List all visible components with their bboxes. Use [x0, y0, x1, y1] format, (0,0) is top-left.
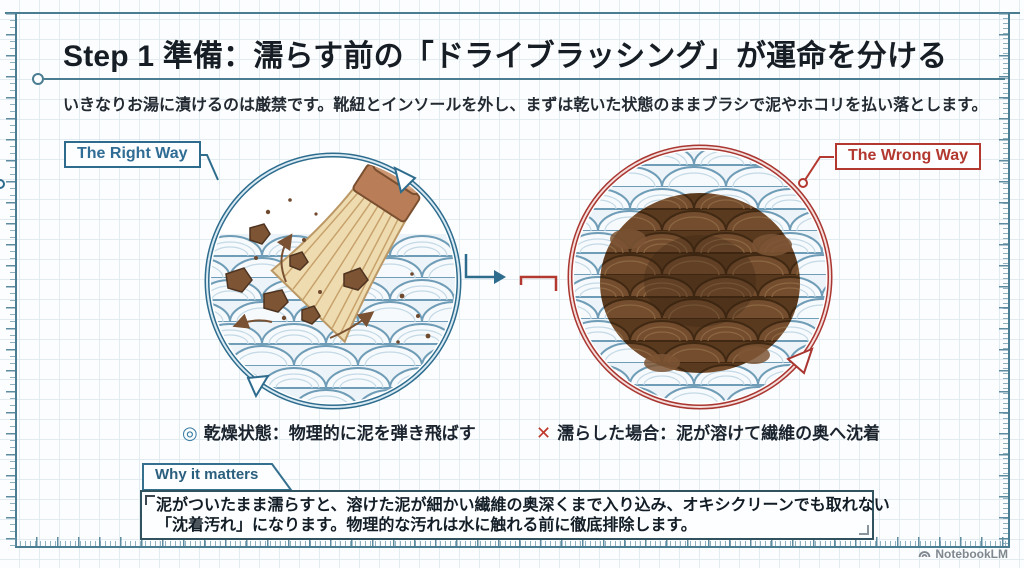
transition-arrowhead-icon [494, 270, 506, 284]
wrong-way-caption: ✕ 濡らした場合：泥が溶けて繊維の奥へ沈着 [536, 419, 880, 444]
notebooklm-logo-icon [918, 550, 931, 557]
ring-arrowhead-top-icon [393, 166, 417, 194]
page-title: Step 1 準備：濡らす前の「ドライブラッシング」が運命を分ける [63, 40, 948, 73]
mud-debris [225, 223, 369, 325]
page-subtitle: いきなりお湯に漬けるのは厳禁です。靴紐とインソールを外し、まずは乾いた状態のまま… [63, 97, 988, 114]
ruler-left [6, 13, 17, 546]
right-way-node-dot [0, 179, 5, 189]
transition-line-red [519, 275, 558, 291]
ring-arrowhead-red-icon [786, 347, 814, 375]
notebooklm-watermark: NotebookLM [918, 547, 1008, 561]
ruler-bottom [15, 537, 1010, 548]
cross-mark-icon: ✕ [536, 423, 552, 443]
transition-arrow-blue [464, 254, 494, 279]
right-way-caption: ◎ 乾燥状態：物理的に泥を弾き飛ばす [182, 419, 476, 444]
double-circle-icon: ◎ [182, 423, 198, 443]
wrong-way-caption-text: 濡らした場合：泥が溶けて繊維の奥へ沈着 [557, 424, 881, 443]
right-way-caption-text: 乾燥状態：物理的に泥を弾き飛ばす [203, 424, 476, 443]
frame-top-line [5, 12, 1020, 14]
why-it-matters-body: 泥がついたまま濡らすと、溶けた泥が細かい繊維の奥深くまで入り込み、オキシクリーン… [156, 497, 890, 534]
wrong-way-illustration [567, 144, 833, 410]
wrong-way-label: The Wrong Way [835, 143, 981, 170]
corner-bracket-br [859, 525, 869, 535]
fabric-weave-soiled [574, 151, 826, 403]
why-it-matters-box: 泥がついたまま濡らすと、溶けた泥が細かい繊維の奥深くまで入り込み、オキシクリーン… [140, 490, 890, 540]
flick-arrows [232, 233, 375, 339]
stain-smears [610, 229, 792, 372]
separator-node-dot [32, 73, 44, 85]
ruler-right [999, 13, 1010, 546]
why-it-matters-label: Why it matters [155, 466, 259, 483]
right-way-label: The Right Way [64, 141, 201, 168]
notebooklm-brand-text: NotebookLM [935, 547, 1008, 561]
right-way-illustration [204, 152, 462, 410]
mud-specks [254, 198, 431, 344]
ring-arrowhead-bottom-icon [246, 374, 270, 399]
corner-bracket-tl [145, 495, 155, 505]
